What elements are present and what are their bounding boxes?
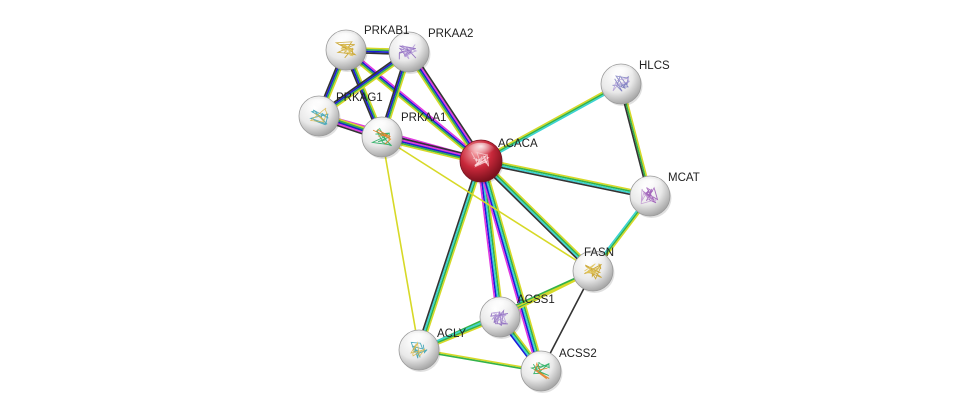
- edge-evidence-line: [408, 51, 482, 162]
- edge-evidence-line: [480, 159, 595, 272]
- edge-evidence-line: [477, 160, 498, 319]
- edge-acaca-prkaa2[interactable]: [405, 49, 485, 164]
- node-fasn[interactable]: [572, 250, 615, 293]
- node-prkaa1[interactable]: [361, 116, 404, 159]
- edge-acaca-hlcs[interactable]: [479, 81, 623, 164]
- edge-evidence-line: [479, 160, 594, 273]
- node-label-fasn: FASN: [584, 247, 614, 259]
- node-label-mcat: MCAT: [668, 172, 700, 184]
- node-prkab1[interactable]: [325, 29, 368, 72]
- edge-evidence-line: [480, 84, 623, 164]
- edge-evidence-line: [381, 136, 420, 351]
- edge-evidence-line: [405, 52, 480, 164]
- node-highlight: [486, 299, 514, 317]
- node-highlight: [368, 119, 396, 137]
- edge-evidence-line: [481, 159, 544, 372]
- edge-evidence-line: [478, 161, 593, 274]
- edge-evidence-line: [346, 47, 484, 160]
- node-hlcs[interactable]: [600, 63, 643, 106]
- node-label-acly: ACLY: [437, 328, 467, 340]
- edge-evidence-line: [480, 160, 651, 198]
- edge-acly-acss2[interactable]: [418, 348, 542, 373]
- edge-acaca-fasn[interactable]: [478, 158, 596, 274]
- node-acss2[interactable]: [520, 350, 563, 393]
- edge-evidence-line: [417, 159, 482, 351]
- node-label-prkaa2: PRKAA2: [428, 28, 473, 40]
- node-label-prkaa1: PRKAA1: [401, 112, 446, 124]
- node-label-acss2: ACSS2: [559, 348, 597, 360]
- node-highlight: [636, 178, 664, 196]
- edge-evidence-line: [480, 160, 501, 318]
- node-highlight: [607, 66, 635, 84]
- nodes-layer: [298, 29, 672, 393]
- node-label-prkag1: PRKAG1: [336, 92, 383, 104]
- node-highlight: [305, 98, 333, 116]
- edge-evidence-line: [343, 51, 481, 164]
- edge-evidence-line: [410, 49, 485, 161]
- node-prkaa2[interactable]: [388, 31, 431, 74]
- edge-evidence-line: [344, 49, 482, 163]
- node-prkag1[interactable]: [298, 95, 341, 138]
- node-label-prkab1: PRKAB1: [364, 25, 409, 37]
- edge-evidence-line: [418, 349, 542, 373]
- edge-evidence-line: [415, 159, 480, 351]
- edge-evidence-line: [420, 160, 485, 352]
- edge-acaca-mcat[interactable]: [479, 157, 652, 200]
- edge-evidence-line: [409, 50, 484, 161]
- node-acss1[interactable]: [479, 296, 522, 339]
- edge-evidence-line: [478, 160, 541, 373]
- edge-evidence-line: [480, 83, 622, 162]
- edge-acaca-prkab1[interactable]: [343, 47, 484, 164]
- node-acaca[interactable]: [459, 139, 504, 184]
- edge-evidence-line: [481, 158, 596, 271]
- edge-evidence-line: [406, 52, 481, 163]
- node-label-acss1: ACSS1: [517, 294, 555, 306]
- node-highlight: [466, 142, 496, 161]
- node-label-acaca: ACACA: [498, 138, 538, 150]
- edge-prkaa1-fasn[interactable]: [381, 136, 594, 272]
- node-highlight: [395, 34, 423, 52]
- edge-evidence-line: [345, 48, 483, 162]
- node-highlight: [332, 32, 360, 50]
- structure-trace: [640, 188, 658, 205]
- node-highlight: [527, 353, 555, 371]
- edge-evidence-line: [483, 159, 545, 371]
- edge-acaca-acly[interactable]: [415, 159, 485, 352]
- edge-evidence-line: [381, 136, 594, 272]
- edge-evidence-line: [480, 157, 652, 195]
- edge-evidence-line: [480, 159, 651, 197]
- edge-evidence-line: [418, 160, 483, 352]
- edge-evidence-line: [418, 348, 542, 372]
- edge-prkaa1-acly[interactable]: [381, 136, 420, 351]
- node-label-hlcs: HLCS: [639, 60, 670, 72]
- edge-evidence-line: [479, 162, 651, 200]
- edge-evidence-line: [477, 161, 539, 373]
- edge-acaca-acss2[interactable]: [477, 159, 545, 373]
- structure-trace: [491, 311, 508, 324]
- node-mcat[interactable]: [629, 175, 672, 218]
- edge-evidence-line: [478, 160, 500, 318]
- edge-evidence-line: [479, 81, 622, 161]
- edge-evidence-line: [480, 160, 542, 372]
- node-acly[interactable]: [398, 329, 441, 372]
- node-highlight: [579, 253, 607, 271]
- node-highlight: [405, 332, 433, 350]
